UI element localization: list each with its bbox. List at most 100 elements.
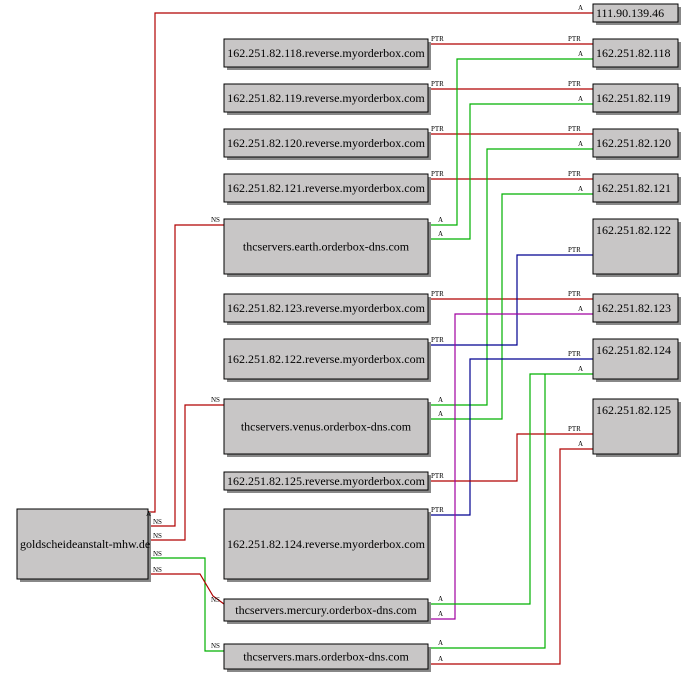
label-a-ip-119: A [578, 95, 583, 103]
label-ns-domain-3: NS [153, 550, 162, 558]
label-ptr-120: PTR [431, 125, 444, 133]
node-domain: goldscheideanstalt-mhw.de [16, 508, 151, 582]
label-ptr-ip-118: PTR [568, 35, 581, 43]
label-ptr-122: PTR [431, 336, 444, 344]
node-label-domain: goldscheideanstalt-mhw.de [20, 537, 150, 551]
node-ip-123: 162.251.82.123 [592, 293, 681, 325]
label-ptr-ip-125: PTR [568, 425, 581, 433]
node-label-rev-120: 162.251.82.120.reverse.myorderbox.com [227, 136, 426, 150]
node-ip-124: 162.251.82.124 [592, 338, 681, 382]
label-a-mercury-124: A [438, 595, 443, 603]
label-ptr-ip-119: PTR [568, 80, 581, 88]
label-ptr-119: PTR [431, 80, 444, 88]
node-ip-121: 162.251.82.121 [592, 173, 681, 205]
node-label-ip-111: 111.90.139.46 [596, 6, 664, 20]
node-label-ns-mercury: thcservers.mercury.orderbox-dns.com [235, 603, 417, 617]
label-a-ip-123: A [578, 305, 583, 313]
node-label-ip-124: 162.251.82.124 [596, 343, 671, 357]
label-a-earth-118: A [438, 216, 443, 224]
label-ptr-ip-123: PTR [568, 290, 581, 298]
node-label-rev-125: 162.251.82.125.reverse.myorderbox.com [227, 474, 426, 488]
node-label-rev-118: 162.251.82.118.reverse.myorderbox.com [227, 46, 425, 60]
label-a-venus-121: A [438, 410, 443, 418]
edge-layer [148, 12, 593, 665]
edge-14 [428, 193, 593, 420]
label-ns-earth: NS [211, 216, 220, 224]
node-label-ip-118: 162.251.82.118 [596, 46, 671, 60]
label-a-mars-125: A [438, 655, 443, 663]
node-ns-venus: thcservers.venus.orderbox-dns.com [223, 398, 431, 457]
label-ns-mars: NS [211, 642, 220, 650]
edge-19 [428, 373, 593, 605]
node-ip-119: 162.251.82.119 [592, 83, 681, 115]
label-ptr-118: PTR [431, 35, 444, 43]
node-label-rev-123: 162.251.82.123.reverse.myorderbox.com [227, 301, 426, 315]
label-a-mercury-123: A [438, 610, 443, 618]
label-a-mars-124: A [438, 639, 443, 647]
node-label-ip-119: 162.251.82.119 [596, 91, 671, 105]
node-layer: goldscheideanstalt-mhw.de 111.90.139.46 16… [16, 3, 681, 672]
label-ptr-ip-120: PTR [568, 125, 581, 133]
edge-4 [148, 557, 224, 652]
label-a-venus-120: A [438, 396, 443, 404]
edge-5 [148, 573, 225, 605]
label-a-earth-119: A [438, 230, 443, 238]
label-ptr-121: PTR [431, 170, 444, 178]
edge-20 [428, 374, 546, 649]
node-ip-118: 162.251.82.118 [592, 38, 681, 70]
node-rev-118: 162.251.82.118.reverse.myorderbox.com [223, 38, 431, 70]
node-rev-123: 162.251.82.123.reverse.myorderbox.com [223, 293, 431, 325]
label-ptr-ip-122: PTR [568, 246, 581, 254]
label-a-ip-124: A [578, 365, 583, 373]
node-ns-mars: thcservers.mars.orderbox-dns.com [223, 643, 431, 672]
label-a-ip-120: A [578, 140, 583, 148]
label-ptr-ip-124: PTR [568, 350, 581, 358]
node-label-rev-119: 162.251.82.119.reverse.myorderbox.com [227, 91, 425, 105]
node-rev-121: 162.251.82.121.reverse.myorderbox.com [223, 173, 431, 205]
label-ptr-123: PTR [431, 290, 444, 298]
label-ns-domain-1: NS [153, 518, 162, 526]
label-ns-domain-2: NS [153, 532, 162, 540]
edge-13 [428, 148, 593, 406]
label-a-domain: A [146, 510, 151, 518]
node-label-ns-earth: thcservers.earth.orderbox-dns.com [243, 239, 410, 253]
node-label-ns-mars: thcservers.mars.orderbox-dns.com [243, 649, 409, 663]
node-label-rev-124: 162.251.82.124.reverse.myorderbox.com [227, 537, 426, 551]
node-rev-124: 162.251.82.124.reverse.myorderbox.com [223, 508, 431, 582]
label-ns-venus: NS [211, 396, 220, 404]
edge-17 [428, 433, 593, 482]
node-label-ip-125: 162.251.82.125 [596, 403, 671, 417]
node-rev-122: 162.251.82.122.reverse.myorderbox.com [223, 338, 431, 382]
edge-12 [428, 103, 593, 240]
edge-3 [148, 404, 224, 541]
label-ptr-125: PTR [431, 472, 444, 480]
node-rev-120: 162.251.82.120.reverse.myorderbox.com [223, 128, 431, 160]
node-ns-mercury: thcservers.mercury.orderbox-dns.com [223, 598, 431, 624]
label-ns-mercury: NS [211, 596, 220, 604]
label-ptr-124: PTR [431, 506, 444, 514]
label-a-ip-118: A [578, 50, 583, 58]
label-a-ip-125: A [578, 440, 583, 448]
node-rev-119: 162.251.82.119.reverse.myorderbox.com [223, 83, 431, 115]
label-a-ip-121: A [578, 185, 583, 193]
node-ip-120: 162.251.82.120 [592, 128, 681, 160]
label-a-111: A [578, 4, 583, 12]
edge-1 [148, 12, 593, 513]
edge-21 [428, 448, 593, 665]
node-label-ip-123: 162.251.82.123 [596, 301, 671, 315]
label-ptr-ip-121: PTR [568, 170, 581, 178]
node-label-rev-121: 162.251.82.121.reverse.myorderbox.com [227, 181, 426, 195]
edge-11 [428, 58, 593, 226]
edge-16 [428, 358, 593, 516]
node-ip-122: 162.251.82.122 [592, 218, 681, 277]
edge-15 [428, 254, 593, 346]
node-label-rev-122: 162.251.82.122.reverse.myorderbox.com [227, 352, 426, 366]
node-rev-125: 162.251.82.125.reverse.myorderbox.com [223, 471, 431, 493]
node-label-ns-venus: thcservers.venus.orderbox-dns.com [241, 419, 412, 433]
node-label-ip-121: 162.251.82.121 [596, 181, 671, 195]
node-label-ip-122: 162.251.82.122 [596, 223, 671, 237]
node-ns-earth: thcservers.earth.orderbox-dns.com [223, 218, 431, 277]
